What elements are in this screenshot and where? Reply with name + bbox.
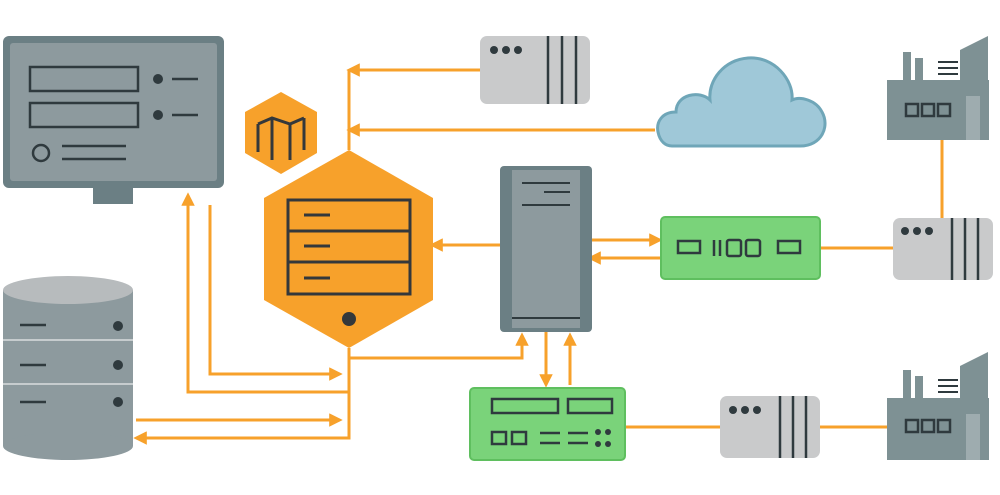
factory-icon bbox=[887, 36, 989, 140]
monitor-icon bbox=[3, 36, 224, 204]
server-tower-icon bbox=[500, 166, 592, 332]
gateway-device-icon bbox=[660, 216, 821, 280]
hub-logo-icon bbox=[245, 92, 317, 174]
database-icon bbox=[3, 276, 133, 460]
connector-monitor-to-hub bbox=[208, 205, 343, 381]
factory-icon bbox=[887, 352, 989, 460]
sensor-box-icon bbox=[480, 36, 590, 104]
sensor-box-icon bbox=[893, 218, 993, 280]
connector-hub-to-tower bbox=[347, 332, 529, 360]
sensor-box-icon bbox=[720, 396, 820, 458]
hub-server-icon bbox=[264, 150, 433, 348]
controller-device-icon bbox=[469, 387, 626, 461]
cloud-icon bbox=[656, 56, 827, 148]
connector-hub-to-monitor bbox=[181, 192, 351, 394]
connector-hub-to-database bbox=[133, 392, 351, 445]
connectors bbox=[133, 63, 944, 445]
